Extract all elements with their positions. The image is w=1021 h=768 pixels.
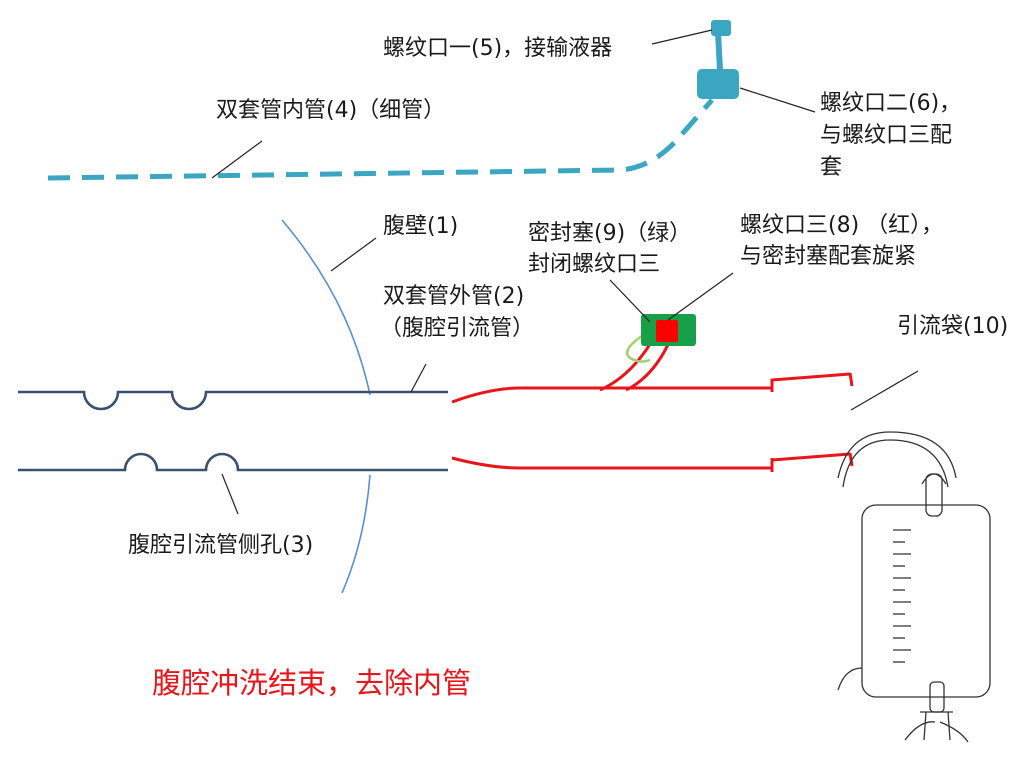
port-three-icon [656, 320, 678, 342]
label-side-holes: 腹腔引流管侧孔(3) [128, 533, 314, 558]
label-port-two-line1: 螺纹口二(6)， [820, 91, 962, 116]
leader-abdominal-wall [330, 237, 377, 272]
port-two-icon [697, 69, 739, 99]
leader-inner-tube [211, 140, 263, 179]
leader-seal-plug [609, 279, 651, 323]
label-outer-tube-line1: 双套管外管(2) [383, 284, 525, 309]
leader-port-one [651, 29, 713, 45]
label-inner-tube: 双套管内管(4)（细管） [216, 98, 446, 123]
label-seal-plug-line2: 封闭螺纹口三 [528, 252, 661, 277]
red-connector [451, 335, 854, 472]
label-drain-bag: 引流袋(10) [897, 314, 1009, 339]
leader-port-three [667, 272, 734, 321]
leader-port-two [739, 87, 816, 113]
inner-tube [47, 20, 739, 181]
label-outer-tube-line2: （腹腔引流管） [380, 316, 535, 341]
leader-outer-tube [410, 363, 427, 393]
seal-tether [625, 332, 651, 363]
label-port-two-line3: 套 [820, 155, 843, 180]
drainage-bag-icon [837, 431, 991, 743]
abdominal-wall [281, 219, 371, 594]
caption: 腹腔冲洗结束，去除内管 [152, 666, 472, 700]
label-seal-plug-line1: 密封塞(9)（绿） [528, 221, 692, 246]
label-port-three-line1: 螺纹口三(8) （红）， [740, 213, 944, 238]
outer-tube [18, 390, 448, 472]
leader-side-holes [221, 473, 239, 515]
leader-drain-bag [850, 370, 919, 411]
port-one-icon [711, 20, 731, 36]
label-abdominal-wall: 腹壁(1) [383, 214, 459, 239]
label-port-two-line2: 与螺纹口三配 [820, 123, 953, 148]
label-port-three-line2: 与密封塞配套旋紧 [740, 244, 917, 269]
label-port-one: 螺纹口一(5)，接输液器 [383, 36, 613, 61]
